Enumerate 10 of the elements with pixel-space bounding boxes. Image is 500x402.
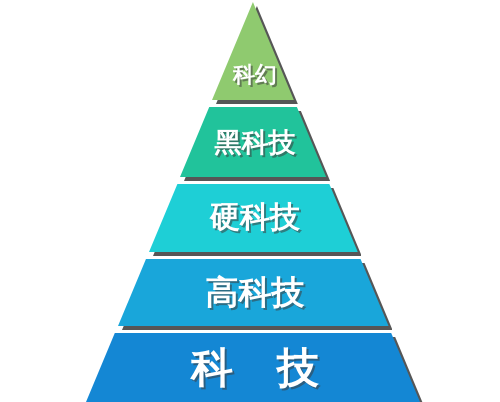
tier-label: 高科技 xyxy=(205,276,304,308)
pyramid-tier xyxy=(86,333,424,402)
pyramid-tier xyxy=(180,107,330,181)
pyramid-tier xyxy=(212,2,298,104)
pyramid-tier xyxy=(118,259,392,330)
pyramid-tier xyxy=(148,184,362,256)
tier-label: 科 技 xyxy=(190,347,320,389)
tier-label: 科幻 xyxy=(232,65,277,87)
tier-label: 黑科技 xyxy=(214,130,296,156)
tier-label: 硬科技 xyxy=(210,203,300,233)
